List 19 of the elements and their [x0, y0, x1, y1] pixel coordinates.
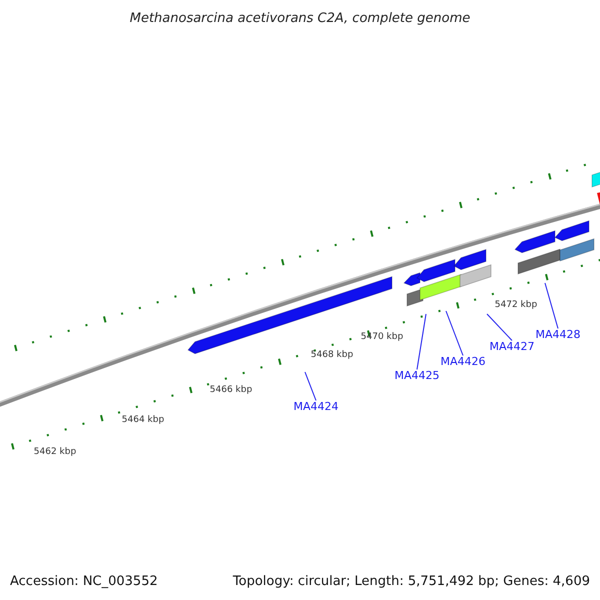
scale-label: 5462 kbp: [34, 447, 76, 457]
gene-label: MA4426: [440, 354, 486, 368]
scale-label: 5466 kbp: [210, 385, 252, 395]
gene-label: MA4428: [535, 328, 580, 340]
scale-label: 5464 kbp: [122, 415, 164, 425]
leader-line: [544, 282, 558, 329]
scale-label: 5468 kbp: [310, 350, 354, 360]
gene-label: MA4427: [489, 340, 534, 352]
scale-label: 5472 kbp: [494, 300, 538, 310]
genome-summary-text: Topology: circular; Length: 5,751,492 bp; Genes: 4,609: [232, 574, 590, 588]
leader-line: [304, 372, 316, 401]
map-title: Methanosarcina acetivorans C2A, complete genome: [130, 10, 470, 26]
gene-label: MA4424: [293, 400, 338, 412]
leader-line: [486, 314, 512, 341]
scale-label: 5470 kbp: [360, 332, 404, 342]
leader-line: [446, 310, 464, 356]
accession-text: Accession: NC_003552: [10, 574, 158, 588]
leader-line: [416, 314, 426, 370]
gene-label: MA4425: [394, 368, 440, 382]
